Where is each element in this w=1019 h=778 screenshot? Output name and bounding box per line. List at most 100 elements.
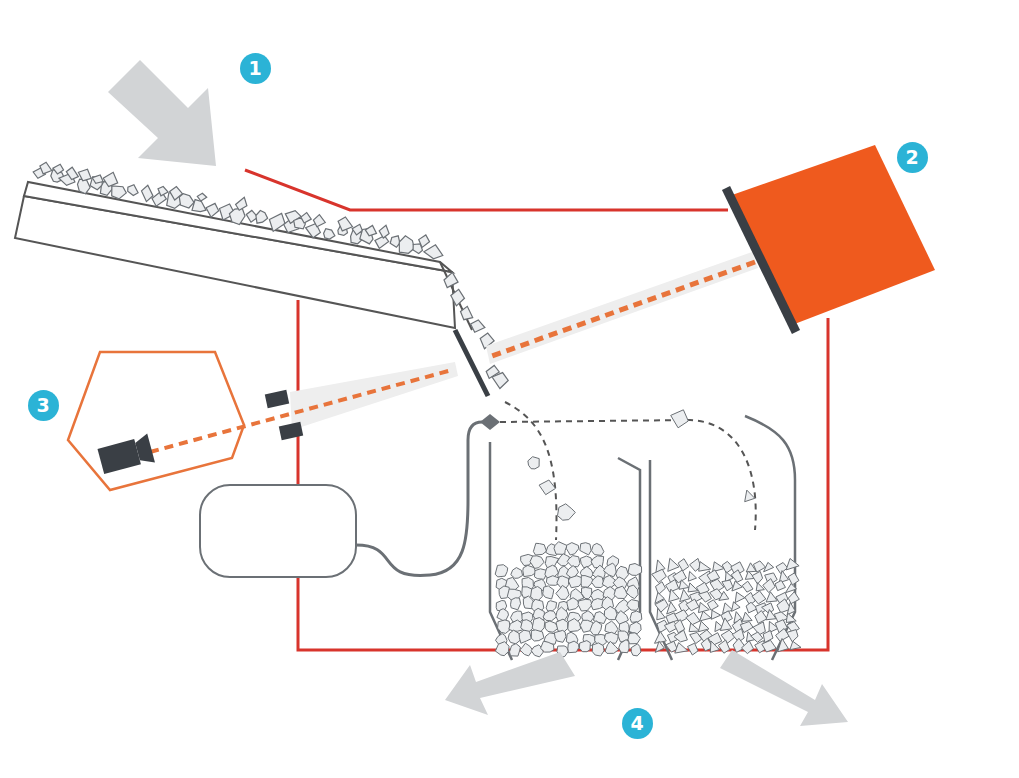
- rock: [78, 169, 91, 181]
- rock: [510, 644, 521, 657]
- rock: [390, 236, 400, 248]
- callout-number: 4: [622, 708, 653, 739]
- rock: [786, 584, 797, 593]
- rock: [680, 589, 690, 601]
- rock: [592, 643, 604, 656]
- rock: [399, 236, 414, 254]
- rock: [375, 236, 389, 249]
- rock: [338, 217, 352, 231]
- rock: [671, 410, 689, 428]
- rock: [556, 585, 569, 599]
- rock: [581, 576, 593, 588]
- rock: [495, 565, 508, 577]
- rock: [590, 621, 602, 635]
- sensor-window: [726, 188, 796, 332]
- camera: [97, 434, 155, 476]
- rock: [229, 209, 245, 225]
- rock: [543, 586, 554, 599]
- rock: [497, 609, 509, 622]
- rock: [301, 213, 311, 224]
- rock: [379, 225, 389, 238]
- rock: [790, 641, 801, 649]
- rock: [256, 211, 268, 224]
- rock: [675, 610, 689, 623]
- rock: [689, 623, 700, 632]
- vibrating-feeder: [15, 182, 488, 396]
- rock: [655, 631, 667, 643]
- rock: [592, 576, 605, 588]
- rock: [197, 193, 206, 201]
- rock: [554, 630, 566, 642]
- rock: [626, 585, 638, 599]
- light-beam: [486, 252, 758, 364]
- rock: [742, 641, 754, 654]
- rock: [745, 490, 755, 502]
- rock: [568, 619, 581, 632]
- camera-slit: [279, 422, 303, 440]
- rock: [533, 543, 546, 555]
- rock: [158, 187, 168, 196]
- rock: [523, 565, 536, 576]
- rock: [324, 229, 335, 240]
- rock: [567, 598, 579, 611]
- rock: [628, 633, 640, 644]
- rock: [686, 612, 700, 624]
- rock: [604, 563, 617, 577]
- callout-label: 3: [36, 396, 49, 415]
- rock: [699, 562, 711, 572]
- rock: [558, 504, 576, 520]
- rock: [628, 564, 642, 576]
- collection-bins: [490, 416, 795, 660]
- camera-view: [290, 362, 458, 430]
- rock: [719, 591, 729, 600]
- rock: [591, 556, 604, 568]
- rock: [675, 643, 688, 654]
- rock: [655, 641, 664, 652]
- rock: [669, 589, 679, 602]
- camera-beam: [150, 370, 452, 452]
- rock: [753, 622, 765, 635]
- rock: [763, 631, 773, 643]
- rock: [732, 602, 741, 612]
- rock: [762, 603, 774, 613]
- rock: [752, 591, 766, 604]
- rock: [269, 213, 285, 231]
- rock: [541, 641, 554, 652]
- rock: [556, 607, 568, 621]
- rock: [566, 543, 578, 555]
- rock: [627, 600, 639, 611]
- rock: [424, 245, 443, 259]
- rock: [652, 569, 667, 582]
- rock: [568, 641, 579, 653]
- rock: [718, 640, 729, 653]
- rock: [778, 639, 789, 652]
- rock: [731, 570, 743, 582]
- rock: [656, 582, 666, 595]
- rock: [619, 640, 629, 653]
- rock: [710, 641, 719, 652]
- rock: [531, 630, 544, 641]
- sorted-rocks: [495, 410, 801, 658]
- rock: [580, 556, 592, 568]
- rock: [528, 457, 539, 469]
- rock: [179, 194, 194, 208]
- rock: [614, 586, 627, 598]
- rock: [686, 599, 699, 611]
- rock: [604, 606, 617, 619]
- rock: [103, 172, 118, 186]
- rock: [567, 556, 580, 567]
- air-nozzle: [480, 414, 500, 430]
- callout-number: 3: [28, 390, 59, 421]
- rock: [720, 618, 732, 631]
- rock: [519, 630, 531, 643]
- rock: [554, 542, 567, 555]
- rock: [688, 571, 696, 581]
- rock: [546, 601, 557, 611]
- sensor-unit: [732, 145, 935, 325]
- rock: [688, 643, 699, 655]
- output-arrow: [720, 650, 848, 726]
- rock: [471, 320, 485, 332]
- rock: [788, 573, 799, 585]
- rock: [313, 215, 325, 227]
